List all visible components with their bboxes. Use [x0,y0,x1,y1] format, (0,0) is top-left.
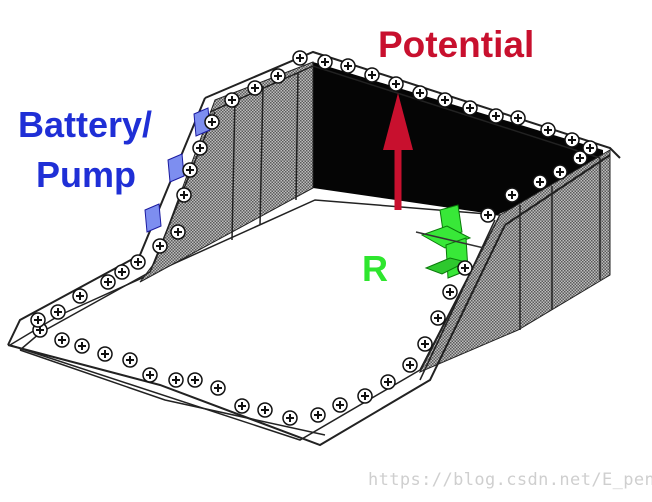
positive-charge-icon [130,254,146,270]
positive-charge-icon [480,207,496,223]
positive-charge-icon [292,50,308,66]
pump-label: Pump [36,154,137,195]
positive-charge-icon [270,68,286,84]
right-hatched-wall [418,149,611,374]
watermark: https://blog.csdn.net/E_pen [368,470,652,490]
positive-charge-icon [257,402,273,418]
positive-charge-icon [176,187,192,203]
positive-charge-icon [74,338,90,354]
battery-cells [144,107,211,233]
positive-charges [30,50,598,426]
potential-label: Potential [378,24,535,65]
positive-charge-icon [234,398,250,414]
positive-charge-icon [114,264,130,280]
battery-cell-icon [144,203,162,233]
positive-charge-icon [182,162,198,178]
positive-charge-icon [54,332,70,348]
positive-charge-icon [100,274,116,290]
positive-charge-icon [442,284,458,300]
positive-charge-icon [364,67,380,83]
positive-charge-icon [402,357,418,373]
positive-charge-icon [192,140,208,156]
positive-charge-icon [572,150,588,166]
positive-charge-icon [532,174,548,190]
back-wall [313,62,603,215]
positive-charge-icon [97,346,113,362]
battery-cell-icon [193,107,211,137]
positive-charge-icon [50,304,66,320]
positive-charge-icon [310,407,326,423]
positive-charge-icon [122,352,138,368]
positive-charge-icon [510,110,526,126]
positive-charge-icon [142,367,158,383]
battery-cell-icon [167,153,185,183]
positive-charge-icon [412,85,428,101]
positive-charge-icon [457,260,473,276]
positive-charge-icon [317,54,333,70]
positive-charge-icon [488,108,504,124]
positive-charge-icon [380,374,396,390]
positive-charge-icon [224,92,240,108]
resistor-label: R [362,248,388,289]
arrow-up-icon [383,93,413,210]
positive-charge-icon [168,372,184,388]
positive-charge-icon [417,336,433,352]
positive-charge-icon [247,80,263,96]
positive-charge-icon [388,76,404,92]
positive-charge-icon [72,288,88,304]
positive-charge-icon [340,58,356,74]
battery-label: Battery/ [18,104,153,145]
positive-charge-icon [552,164,568,180]
bottom-rail [7,224,506,447]
positive-charge-icon [504,187,520,203]
positive-charge-icon [187,372,203,388]
positive-charge-icon [152,238,168,254]
positive-charge-icon [282,410,298,426]
positive-charge-icon [437,92,453,108]
resistor-paddle-icon [415,204,485,279]
positive-charge-icon [204,114,220,130]
positive-charge-icon [210,380,226,396]
positive-charge-icon [462,100,478,116]
positive-charge-icon [170,224,186,240]
positive-charge-icon [430,310,446,326]
positive-charge-icon [332,397,348,413]
positive-charge-icon [582,140,598,156]
positive-charge-icon [564,132,580,148]
positive-charge-icon [540,122,556,138]
positive-charge-icon [357,388,373,404]
top-rail [204,50,621,159]
positive-charge-icon [30,312,46,328]
